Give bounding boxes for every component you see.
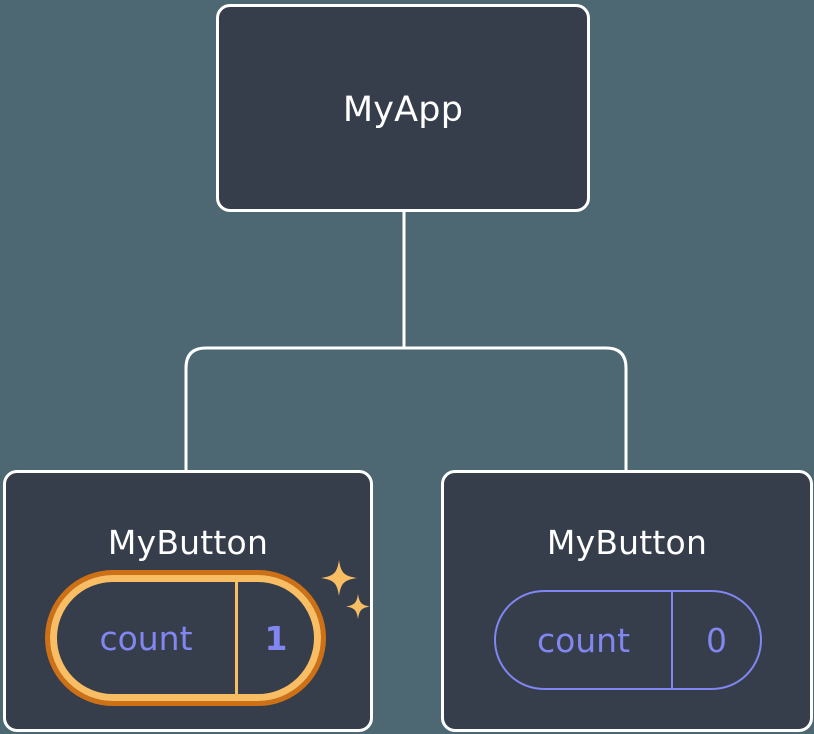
state-key-label: count xyxy=(57,582,238,694)
state-key-label: count xyxy=(496,592,673,688)
state-pill-plain-wrap: count 0 xyxy=(494,590,762,690)
node-title: MyApp xyxy=(342,90,464,130)
node-root-myapp[interactable]: MyApp xyxy=(216,4,590,212)
node-title: MyButton xyxy=(107,523,269,562)
node-title: MyButton xyxy=(546,523,708,562)
state-pill-plain[interactable]: count 0 xyxy=(494,590,762,690)
state-value-label: 1 xyxy=(264,618,288,658)
state-pill-highlighted[interactable]: count 1 xyxy=(45,570,326,706)
connector-bus xyxy=(184,346,628,470)
state-value-label: 0 xyxy=(706,620,727,660)
state-pill-inner-ring: count 1 xyxy=(50,575,321,701)
